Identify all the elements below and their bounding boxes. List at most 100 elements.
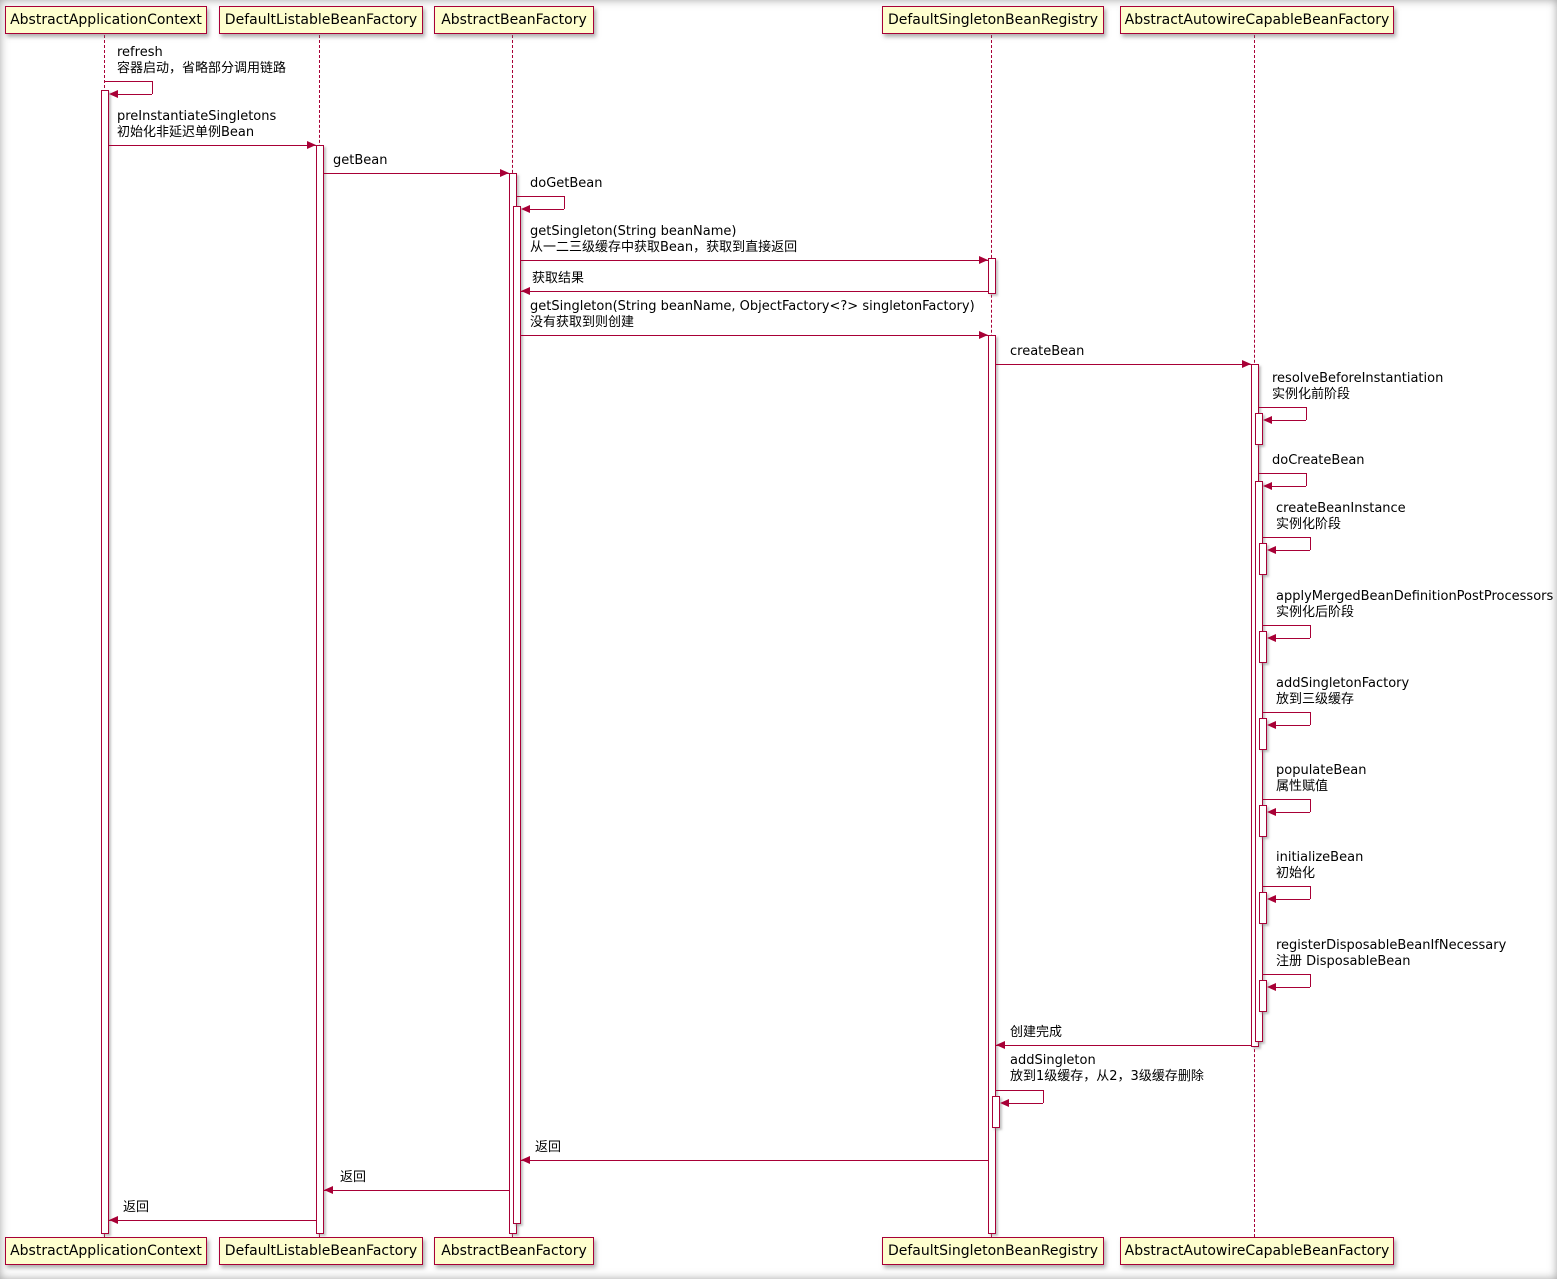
arrow-head [979,256,988,264]
message-text: getBean [333,153,388,168]
arrow-line [1276,899,1310,900]
participant-label: DefaultListableBeanFactory [224,1243,418,1259]
arrow-head [1267,546,1276,554]
activation-bar-apply-merged-bean-definition [1259,631,1267,663]
arrow-line [324,1190,509,1191]
arrow-line [564,196,565,209]
message-resolve-before-instantiation: resolveBeforeInstantiation 实例化前阶段 [1272,371,1443,403]
arrow-line [996,1090,1043,1091]
arrow-line [152,81,153,94]
arrow-line [1263,886,1310,887]
message-text: 返回 [340,1170,367,1185]
arrow-line [1276,987,1310,988]
arrow-head [1242,360,1251,368]
arrow-line [1009,1103,1043,1104]
arrow-line [1272,420,1306,421]
arrow-line [1276,638,1310,639]
arrow-head [1267,983,1276,991]
participant-label: AbstractAutowireCapableBeanFactory [1124,1243,1390,1259]
message-note: 没有获取到则创建 [530,315,635,330]
message-do-create-bean: doCreateBean [1272,453,1365,469]
arrow-line [109,1220,316,1221]
activation-bar-populate-bean [1259,805,1267,837]
message-text: 返回 [123,1200,150,1215]
message-text: 获取结果 [532,271,585,286]
message-add-singleton: addSingleton 放到1级缓存，从2，3级缓存删除 [1010,1053,1204,1085]
message-add-singleton-factory: addSingletonFactory 放到三级缓存 [1276,676,1409,708]
activation-bar-do-get-bean [513,206,521,1224]
arrow-line [1263,712,1310,713]
arrow-head [1267,634,1276,642]
participant-bottom-abstract-application-context: AbstractApplicationContext [5,1237,207,1265]
activation-bar-add-singleton [992,1096,1000,1128]
activation-bar-do-create-bean [1255,481,1263,1042]
message-note: 放到1级缓存，从2，3级缓存删除 [1010,1069,1204,1084]
arrow-head [521,1156,530,1164]
participant-bottom-abstract-autowire-capable-bean-factory: AbstractAutowireCapableBeanFactory [1120,1237,1394,1265]
message-create-complete: 创建完成 [1010,1025,1062,1041]
arrow-line [1306,473,1307,486]
arrow-head [109,1216,118,1224]
participant-label: DefaultListableBeanFactory [224,12,418,28]
arrow-line [1276,550,1310,551]
message-get-bean: getBean [333,153,387,169]
message-apply-merged-bean-definition: applyMergedBeanDefinitionPostProcessors … [1276,589,1553,621]
message-note: 从一二三级缓存中获取Bean，获取到直接返回 [530,240,798,255]
activation-bar-initialize-bean [1259,892,1267,924]
arrow-head [1267,895,1276,903]
arrow-line [1276,725,1310,726]
message-text: populateBean [1276,763,1367,778]
arrow-line [1263,625,1310,626]
participant-top-default-listable-bean-factory: DefaultListableBeanFactory [219,6,423,34]
message-text: addSingleton [1010,1053,1096,1068]
message-create-bean-instance: createBeanInstance 实例化阶段 [1276,501,1406,533]
message-create-bean: createBean [1010,344,1084,360]
arrow-head [979,331,988,339]
arrow-line [324,173,509,174]
arrow-line [1259,407,1306,408]
arrow-line [109,145,316,146]
message-note: 初始化非延迟单例Bean [117,125,255,140]
arrow-line [1272,486,1306,487]
arrow-line [521,1160,988,1161]
message-get-result: 获取结果 [532,271,584,287]
message-return-to-application-context: 返回 [123,1200,149,1216]
arrow-head [996,1041,1005,1049]
arrow-line [530,209,564,210]
participant-top-abstract-application-context: AbstractApplicationContext [5,6,207,34]
arrow-line [1259,473,1306,474]
activation-bar-listable-bean-factory [316,145,324,1234]
message-text: getSingleton(String beanName) [530,224,737,239]
arrow-line [1263,799,1310,800]
message-note: 放到三级缓存 [1276,692,1355,707]
message-pre-instantiate-singletons: preInstantiateSingletons 初始化非延迟单例Bean [117,109,276,141]
arrow-line [517,196,564,197]
activation-bar-get-singleton-create [988,335,996,1234]
message-text: createBean [1010,344,1085,359]
participant-bottom-default-singleton-bean-registry: DefaultSingletonBeanRegistry [882,1237,1104,1265]
activation-bar-application-context [101,90,109,1234]
message-do-get-bean: doGetBean [530,176,603,192]
arrow-line [1276,812,1310,813]
arrow-head [324,1186,333,1194]
participant-top-abstract-autowire-capable-bean-factory: AbstractAutowireCapableBeanFactory [1120,6,1394,34]
arrow-head [1000,1099,1009,1107]
activation-bar-register-disposable-bean [1259,980,1267,1012]
arrow-head [1267,721,1276,729]
arrow-line [1263,537,1310,538]
message-text: createBeanInstance [1276,501,1406,516]
arrow-head [1267,808,1276,816]
message-note: 实例化阶段 [1276,517,1342,532]
arrow-line [1043,1090,1044,1103]
message-return-to-listable-factory: 返回 [340,1170,366,1186]
message-text: initializeBean [1276,850,1364,865]
activation-bar-create-bean-instance [1259,543,1267,575]
participant-label: AbstractApplicationContext [10,12,202,28]
arrow-line [1310,799,1311,812]
activation-bar-get-singleton-cache [988,258,996,294]
arrow-line [1310,537,1311,550]
message-text: getSingleton(String beanName, ObjectFact… [530,299,975,314]
activation-bar-resolve-before-instantiation [1255,413,1263,445]
arrow-head [109,90,118,98]
arrow-line [1263,974,1310,975]
